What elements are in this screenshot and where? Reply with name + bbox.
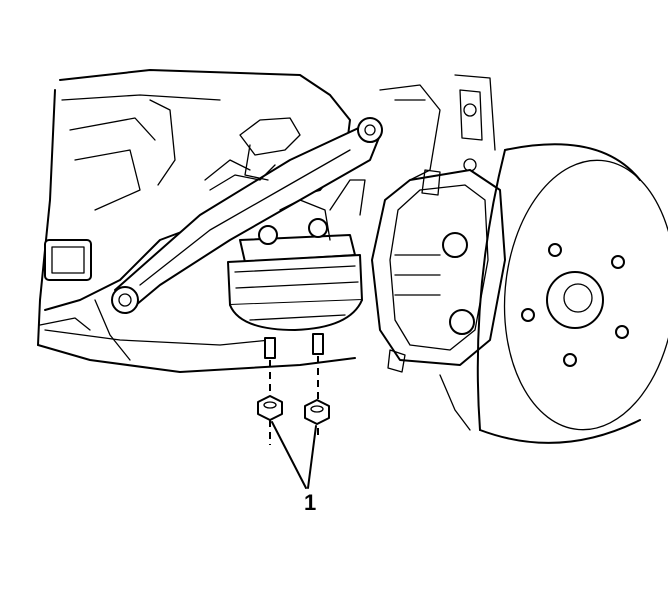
brake-rotor [476,143,668,444]
mount-nuts [257,395,330,425]
strut-mount [227,179,366,331]
brake-caliper [371,169,506,431]
callout-leaders [271,421,317,489]
mount-studs [264,333,324,359]
callout-label-1: 1 [304,490,317,515]
lower-control-arm [111,117,383,314]
